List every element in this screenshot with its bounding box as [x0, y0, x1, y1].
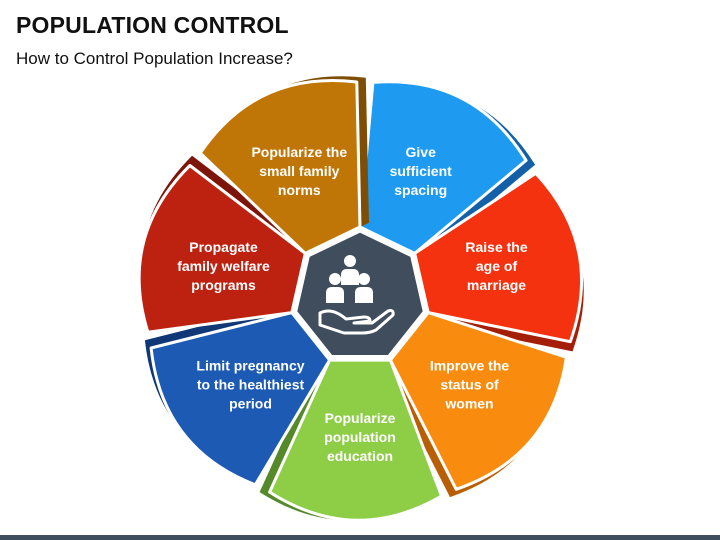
- petal-popularize-small-family-norms: Popularize the small family norms: [198, 76, 369, 255]
- petal-shape: [413, 171, 583, 344]
- petal-label-line: to the healthiest: [197, 376, 305, 392]
- petal-label-line: Popularize: [325, 410, 396, 426]
- petal-label-line: education: [327, 448, 393, 464]
- petal-propagate-family-welfare-programs: Propagate family welfare programs: [137, 155, 308, 334]
- petal-label-line: Limit pregnancy: [196, 357, 304, 373]
- people-in-hand-icon: [318, 255, 395, 335]
- petal-label-line: status of: [440, 376, 499, 392]
- petal-raise-the-age-of-marriage: Raise the age of marriage: [413, 171, 584, 352]
- petal-label-line: population: [324, 429, 396, 445]
- petal-label-line: family welfare: [177, 258, 270, 274]
- petal-label-line: norms: [278, 182, 321, 198]
- petal-label-line: period: [229, 395, 272, 411]
- page-subtitle: How to Control Population Increase?: [16, 49, 293, 68]
- petal-label-line: sufficient: [390, 163, 453, 179]
- petal-label-line: programs: [191, 277, 256, 293]
- petal-label-line: Improve the: [430, 357, 510, 373]
- petal-label-line: Propagate: [189, 239, 258, 255]
- center-hub: [294, 229, 426, 358]
- petal-shape: [137, 164, 307, 334]
- petal-limit-pregnancy: Limit pregnancy to the healthiest period: [144, 304, 332, 487]
- petal-popularize-population-education: Popularize population education: [259, 358, 443, 522]
- petal-label-line: Popularize the: [251, 144, 347, 160]
- petal-label-line: age of: [476, 258, 518, 274]
- petal-shape: [358, 80, 528, 255]
- petal-improve-the-status-of-women: Improve the status of women: [384, 311, 568, 498]
- petal-shape: [388, 311, 568, 491]
- petal-shape: [149, 311, 332, 487]
- petal-shape: [198, 79, 362, 255]
- petal-label-line: Raise the: [465, 239, 527, 255]
- petal-label-line: spacing: [394, 182, 447, 198]
- petal-label-line: small family: [259, 163, 339, 179]
- petal-label-line: marriage: [467, 277, 526, 293]
- page-title: POPULATION CONTROL: [16, 12, 289, 38]
- petal-label-line: Give: [406, 144, 437, 160]
- bottom-bar: [0, 535, 720, 540]
- petal-label-line: women: [444, 395, 493, 411]
- petal-give-sufficient-spacing: Give sufficient spacing: [358, 80, 536, 258]
- petal-shape: [268, 358, 443, 522]
